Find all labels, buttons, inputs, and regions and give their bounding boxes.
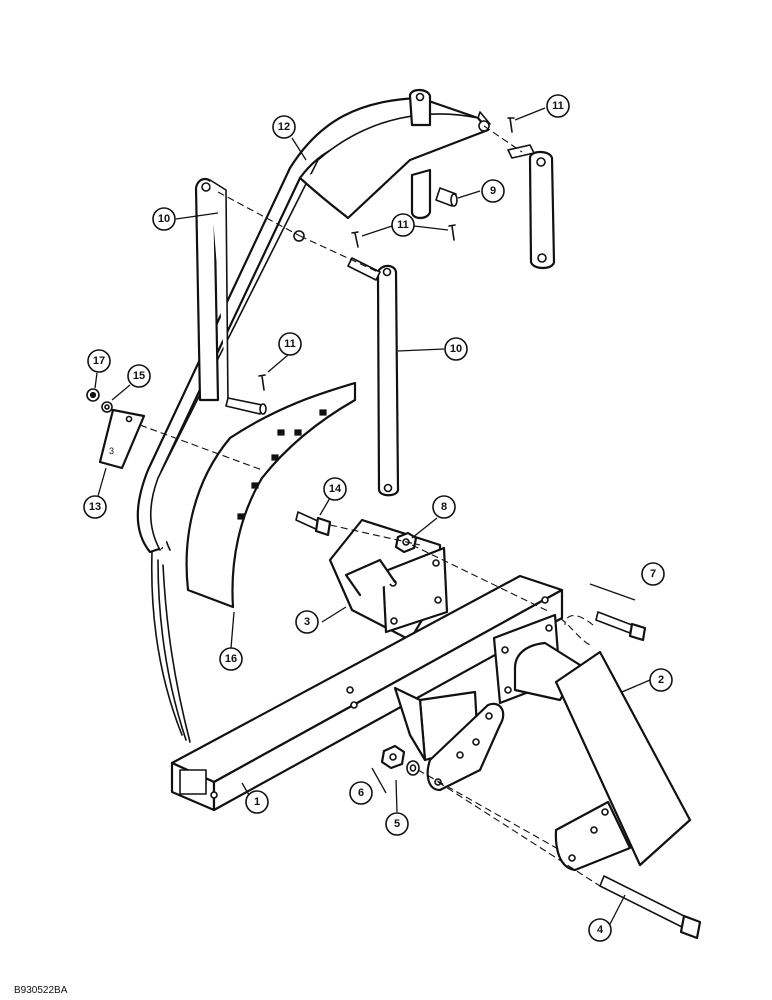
callout-7: 7 (641, 562, 665, 586)
plate-mark: 3 (109, 446, 114, 456)
callout-5: 5 (385, 812, 409, 836)
callout-6: 6 (349, 781, 373, 805)
cotter-pins (258, 117, 515, 391)
link-upper-left (194, 177, 229, 406)
callout-label-6: 6 (358, 787, 364, 799)
right-bracket (492, 613, 692, 872)
square-tube-frame (170, 574, 564, 812)
link-lower-middle (376, 264, 400, 497)
callout-label-13: 13 (89, 501, 101, 513)
link-top-back (408, 88, 432, 220)
callout-12: 12 (272, 115, 296, 139)
callout-2: 2 (649, 668, 673, 692)
callout-15: 15 (127, 364, 151, 388)
callout-label-1: 1 (254, 796, 260, 808)
shield-plate (185, 381, 357, 609)
callout-10-upper: 10 (152, 207, 176, 231)
callout-label-4: 4 (597, 924, 604, 936)
callout-1: 1 (245, 790, 269, 814)
callout-17: 17 (87, 349, 111, 373)
callout-label-11-top: 11 (552, 100, 564, 112)
bolt-7 (595, 611, 647, 642)
clamp-plate: 3 (86, 388, 146, 470)
nut-8 (394, 531, 418, 554)
callout-label-17: 17 (93, 355, 105, 367)
callout-11-left: 11 (278, 332, 302, 356)
callout-label-11-middle: 11 (397, 219, 409, 231)
link-right (528, 150, 556, 270)
lower-bracket-plate (393, 686, 505, 792)
callout-9: 9 (481, 179, 505, 203)
callout-label-3: 3 (304, 616, 310, 628)
leader-lines (94, 107, 651, 929)
nut-6 (380, 744, 406, 770)
callout-label-2: 2 (658, 674, 664, 686)
callout-label-12: 12 (278, 121, 290, 133)
drawing-code: B930522BA (14, 985, 68, 996)
callout-label-8: 8 (441, 501, 447, 513)
callout-8: 8 (432, 495, 456, 519)
callout-3: 3 (295, 610, 319, 634)
callout-13: 13 (83, 495, 107, 519)
callout-4: 4 (588, 918, 612, 942)
shank-mount-bracket (328, 518, 449, 642)
callout-10-lower: 10 (444, 337, 468, 361)
callout-label-16: 16 (225, 653, 237, 665)
callout-11-middle: 11 (391, 213, 415, 237)
callout-label-10-lower: 10 (450, 343, 462, 355)
callout-label-9: 9 (490, 185, 496, 197)
washer-5 (406, 760, 420, 776)
callout-label-15: 15 (133, 370, 145, 382)
alignment-lines (139, 125, 601, 887)
callout-11-top: 11 (546, 94, 570, 118)
callout-label-14: 14 (329, 483, 342, 495)
bolt-shield (295, 511, 332, 537)
bolt-4 (599, 875, 702, 940)
callout-label-10-upper: 10 (158, 213, 170, 225)
callout-16: 16 (219, 647, 243, 671)
callout-14: 14 (323, 477, 347, 501)
callout-label-11-left: 11 (284, 338, 296, 350)
callout-label-7: 7 (650, 568, 656, 580)
callout-label-5: 5 (394, 818, 400, 830)
